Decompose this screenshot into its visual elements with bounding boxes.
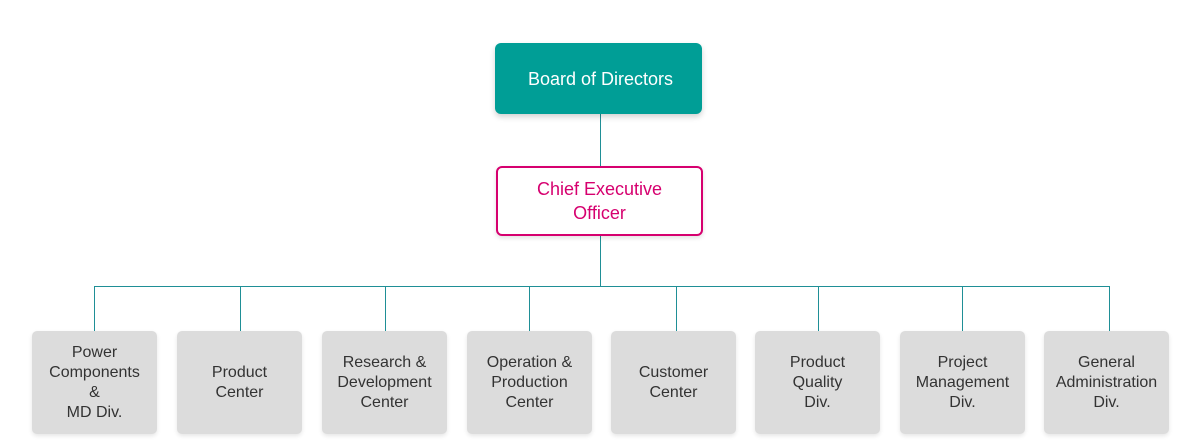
connector-drop xyxy=(676,286,677,331)
department-label: Power Components & MD Div. xyxy=(49,343,140,421)
department-label: Research & Development Center xyxy=(337,353,432,411)
connector-drop xyxy=(385,286,386,331)
connector-drop xyxy=(818,286,819,331)
department-product-center-node: Product Center xyxy=(177,331,302,434)
department-label: Customer Center xyxy=(638,363,709,401)
connector-horizontal-bus xyxy=(94,286,1110,287)
department-label: Project Management Div. xyxy=(915,353,1010,411)
department-label: Operation & Production Center xyxy=(486,353,573,411)
board-of-directors-node: Board of Directors xyxy=(495,43,702,114)
connector-drop xyxy=(529,286,530,331)
connector-drop xyxy=(240,286,241,331)
department-project-management-node: Project Management Div. xyxy=(900,331,1025,434)
department-power-components-node: Power Components & MD Div. xyxy=(32,331,157,434)
chief-executive-officer-node: Chief Executive Officer xyxy=(496,166,703,236)
board-of-directors-label: Board of Directors xyxy=(527,68,674,89)
connector-drop xyxy=(1109,286,1110,331)
connector-ceo-bus xyxy=(600,236,601,287)
department-operation-production-node: Operation & Production Center xyxy=(467,331,592,434)
department-label: General Administration Div. xyxy=(1055,353,1158,411)
connector-drop xyxy=(962,286,963,331)
chief-executive-officer-label: Chief Executive Officer xyxy=(536,179,663,223)
department-label: Product Center xyxy=(211,363,268,401)
department-research-development-node: Research & Development Center xyxy=(322,331,447,434)
connector-board-ceo xyxy=(600,114,601,166)
department-product-quality-node: Product Quality Div. xyxy=(755,331,880,434)
department-general-administration-node: General Administration Div. xyxy=(1044,331,1169,434)
department-label: Product Quality Div. xyxy=(789,353,846,411)
connector-drop xyxy=(94,286,95,331)
department-customer-center-node: Customer Center xyxy=(611,331,736,434)
